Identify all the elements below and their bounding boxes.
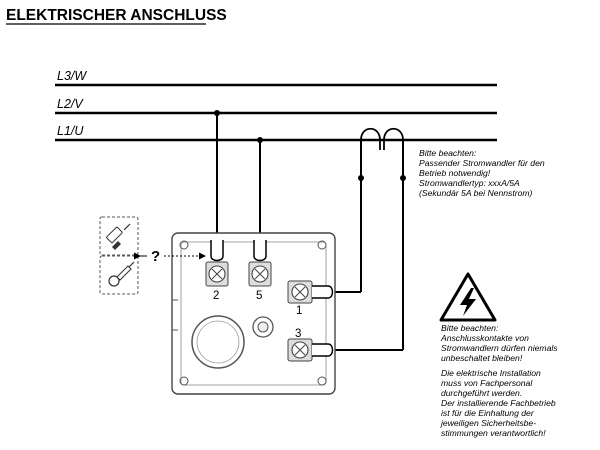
terminal-3: 3 (287, 328, 334, 362)
title: ELEKTRISCHER ANSCHLUSS (6, 7, 227, 25)
note-warning-line-1: Bitte beachten: (441, 323, 499, 333)
note-warning-line-10: ist für die Einhaltung der (441, 408, 535, 418)
terminal-5: 5 (248, 240, 272, 302)
screw-bottom-right (317, 376, 327, 386)
terminal-1-label: 1 (296, 305, 302, 317)
ferrule-icon (106, 223, 131, 250)
note-warning-line-11: jeweiligen Sicherheitsbe- (440, 418, 536, 428)
ct-dot-s1 (358, 175, 364, 181)
terminal-3-lug (312, 343, 334, 357)
line-l2-label: L2/V (57, 97, 84, 111)
terminal-2-lug (210, 240, 224, 262)
high-voltage-warning-icon (439, 272, 497, 322)
note-warning-line-7: muss von Fachpersonal (441, 378, 533, 388)
meter-wires (216, 113, 261, 240)
line-l3-label: L3/W (57, 69, 87, 83)
ring-lug-icon (108, 261, 135, 287)
question-mark: ? (151, 248, 160, 265)
page-title: ELEKTRISCHER ANSCHLUSS (6, 7, 227, 24)
screw-top-left (179, 240, 189, 250)
junction-dots (214, 110, 263, 143)
meter-window (191, 315, 245, 369)
note-ct-line-2: Passender Stromwandler für den (419, 158, 545, 168)
connector-options: ? (99, 216, 206, 295)
phase-lines: L3/W L2/V L1/U (55, 69, 497, 142)
current-transformer-icon (334, 127, 406, 351)
ct-dot-s2 (400, 175, 406, 181)
screw-top-right (317, 240, 327, 250)
note-warning-line-3: Stromwandlern dürfen niemals (441, 343, 558, 353)
note-warning-line-4: unbeschaltet bleiben! (441, 353, 523, 363)
terminal-3-label: 3 (295, 328, 301, 340)
terminal-1-lug (312, 285, 334, 299)
note-warning-line-9: Der installierende Fachbetrieb (441, 398, 556, 408)
note-ct: Bitte beachten: Passender Stromwandler f… (419, 148, 545, 198)
note-ct-line-5: (Sekundär 5A bei Nennstrom) (419, 188, 533, 198)
note-warning: Bitte beachten: Anschlusskontakte von St… (440, 323, 558, 438)
note-warning-line-12: stimmungen verantwortlich! (441, 428, 546, 438)
line-l1-label: L1/U (57, 124, 84, 138)
terminal-2-label: 2 (213, 290, 219, 302)
terminal-1: 1 (287, 280, 334, 317)
note-warning-line-6: Die elektrische Installation (441, 368, 541, 378)
note-warning-line-8: durchgeführt werden. (441, 388, 522, 398)
note-ct-line-1: Bitte beachten: (419, 148, 477, 158)
terminal-5-label: 5 (256, 290, 262, 302)
terminal-5-lug (253, 240, 267, 262)
note-ct-line-4: Stromwandlertyp: xxxA/5A (419, 178, 520, 188)
note-warning-line-2: Anschlusskontakte von (440, 333, 529, 343)
terminal-2: 2 (205, 240, 229, 302)
screw-bottom-left (179, 376, 189, 386)
note-ct-line-3: Betrieb notwendig! (419, 168, 491, 178)
